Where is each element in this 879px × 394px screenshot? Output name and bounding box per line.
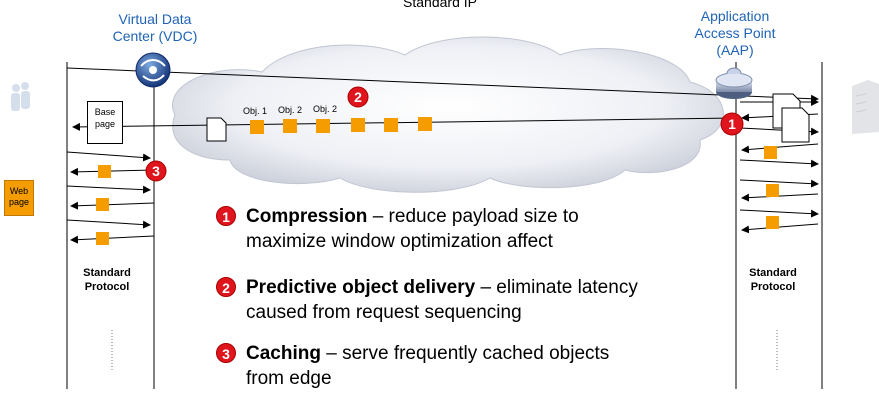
object-block <box>764 146 777 159</box>
object-block <box>418 117 432 131</box>
wan-cloud <box>172 36 724 193</box>
aap-server-arrow <box>741 143 819 154</box>
left-protocol-line1: Standard <box>83 267 131 279</box>
diagram-title: Standard IP <box>403 0 477 10</box>
legend-heading: Compression <box>246 206 368 227</box>
server-icon <box>852 80 879 134</box>
marker-3: 3 <box>145 160 167 182</box>
legend-number: 2 <box>216 277 236 297</box>
legend-number: 3 <box>216 343 236 363</box>
aap-router-icon <box>715 67 753 99</box>
marker-3-label: 3 <box>152 163 160 179</box>
web-page-line2: page <box>8 197 30 207</box>
object-block <box>766 184 779 197</box>
object-block <box>384 118 398 132</box>
web-page-document: Web page <box>4 180 34 216</box>
aap-server-arrow <box>741 193 819 202</box>
object-block <box>283 119 297 133</box>
legend-description: – reduce payload size to <box>367 206 579 227</box>
client-vdc-arrow <box>70 201 155 210</box>
marker-1: 1 <box>720 112 744 136</box>
vdc-label: Virtual Data Center (VDC) <box>100 11 210 45</box>
right-protocol-line1: Standard <box>749 267 797 279</box>
right-protocol-line2: Protocol <box>750 281 796 293</box>
base-page-line2: page <box>94 119 116 129</box>
document-icon <box>781 107 810 143</box>
object-block <box>250 120 264 134</box>
marker-1-label: 1 <box>728 116 736 132</box>
client-vdc-arrow <box>66 219 151 229</box>
base-page-document: Base page <box>87 101 123 144</box>
aap-server-arrow <box>739 209 819 218</box>
object-block <box>316 119 330 133</box>
legend-heading: Caching <box>246 343 321 364</box>
object-label: Obj. 2 <box>313 104 337 114</box>
aap-label-line3: (AAP) <box>716 42 754 58</box>
web-page-line1: Web <box>9 186 29 196</box>
left-protocol-line2: Protocol <box>84 281 130 293</box>
document-icon <box>206 117 227 142</box>
object-block <box>766 216 779 229</box>
request-arrow <box>66 67 819 103</box>
legend-description: – eliminate latency <box>475 277 638 298</box>
object-block <box>96 232 109 245</box>
object-label: Obj. 1 <box>243 106 267 116</box>
marker-2: 2 <box>347 86 369 108</box>
vdc-globe-icon <box>135 52 171 88</box>
client-vdc-arrow <box>66 185 151 194</box>
base-page-line1: Base <box>94 107 116 117</box>
vdc-label-line2: Center (VDC) <box>112 28 198 44</box>
aap-label: Application Access Point (AAP) <box>680 8 790 59</box>
response-arrow <box>72 117 737 131</box>
legend-description-line2: caused from request sequencing <box>246 302 522 323</box>
aap-server-arrow <box>739 159 819 168</box>
legend-description-line2: from edge <box>246 368 332 389</box>
legend-description: – serve frequently cached objects <box>320 343 610 364</box>
object-block <box>96 198 109 211</box>
marker-2-label: 2 <box>354 89 362 105</box>
aap-server-arrow <box>741 223 819 234</box>
aap-server-arrow <box>739 179 819 188</box>
legend-description-line2: maximize window optimization affect <box>246 231 553 252</box>
object-label: Obj. 2 <box>278 105 302 115</box>
vdc-label-line1: Virtual Data <box>118 11 192 27</box>
object-block <box>98 165 111 178</box>
object-block <box>351 118 365 132</box>
legend-heading: Predictive object delivery <box>246 277 476 298</box>
users-icon <box>11 82 30 111</box>
legend-number: 1 <box>216 206 236 226</box>
right-protocol-label: Standard Protocol <box>738 266 808 294</box>
aap-label-line2: Access Point <box>694 25 776 41</box>
left-protocol-label: Standard Protocol <box>72 266 142 294</box>
client-vdc-arrow <box>70 167 155 176</box>
client-vdc-arrow <box>70 235 155 244</box>
aap-label-line1: Application <box>700 8 770 24</box>
client-vdc-arrow <box>66 151 151 162</box>
